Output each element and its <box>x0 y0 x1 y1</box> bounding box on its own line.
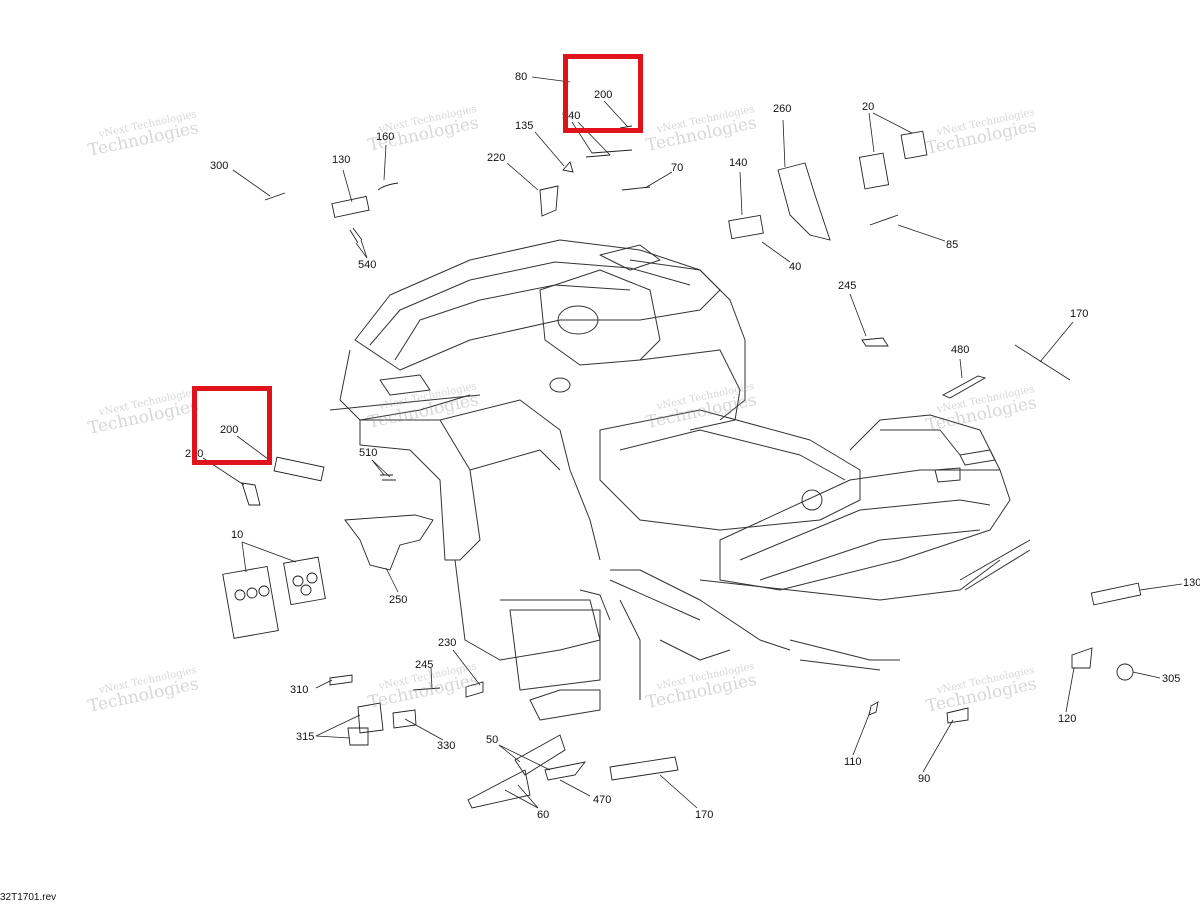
callout-130-top[interactable]: 130 <box>332 154 351 166</box>
callout-160[interactable]: 160 <box>376 131 395 143</box>
callout-250[interactable]: 250 <box>389 594 408 606</box>
callout-245-top[interactable]: 245 <box>838 280 857 292</box>
callout-305[interactable]: 305 <box>1162 673 1181 685</box>
callout-230[interactable]: 230 <box>438 637 457 649</box>
callout-130-right[interactable]: 130 <box>1183 577 1200 589</box>
callout-300[interactable]: 300 <box>210 160 229 172</box>
callout-70[interactable]: 70 <box>671 162 684 174</box>
callout-80[interactable]: 80 <box>515 71 528 83</box>
callout-200-top[interactable]: 200 <box>594 89 613 101</box>
callout-20[interactable]: 20 <box>862 101 875 113</box>
callout-170-right[interactable]: 170 <box>1070 308 1089 320</box>
highlight-box-200-left <box>192 386 272 465</box>
callout-10[interactable]: 10 <box>231 529 244 541</box>
callout-510[interactable]: 510 <box>359 447 378 459</box>
callout-110[interactable]: 110 <box>844 756 862 768</box>
callout-60[interactable]: 60 <box>537 809 550 821</box>
callout-85[interactable]: 85 <box>946 239 959 251</box>
callout-140[interactable]: 140 <box>729 157 748 169</box>
callout-540-left[interactable]: 540 <box>358 259 377 271</box>
callout-480[interactable]: 480 <box>951 344 970 356</box>
callout-330[interactable]: 330 <box>437 740 456 752</box>
callout-40[interactable]: 40 <box>789 261 802 273</box>
callout-220[interactable]: 220 <box>487 152 506 164</box>
callout-50[interactable]: 50 <box>486 734 499 746</box>
callout-470[interactable]: 470 <box>593 794 612 806</box>
highlight-box-200-top <box>563 54 643 133</box>
callout-310[interactable]: 310 <box>290 684 309 696</box>
callout-170-bottom[interactable]: 170 <box>695 809 714 821</box>
drawing-reference: 32T1701.rev <box>0 892 57 903</box>
callout-315[interactable]: 315 <box>296 731 315 743</box>
callout-90[interactable]: 90 <box>918 773 931 785</box>
callout-200-left[interactable]: 200 <box>220 424 239 436</box>
callout-135[interactable]: 135 <box>515 120 534 132</box>
callout-245-bottom[interactable]: 245 <box>415 659 434 671</box>
callout-120[interactable]: 120 <box>1058 713 1077 725</box>
callout-260[interactable]: 260 <box>773 103 792 115</box>
